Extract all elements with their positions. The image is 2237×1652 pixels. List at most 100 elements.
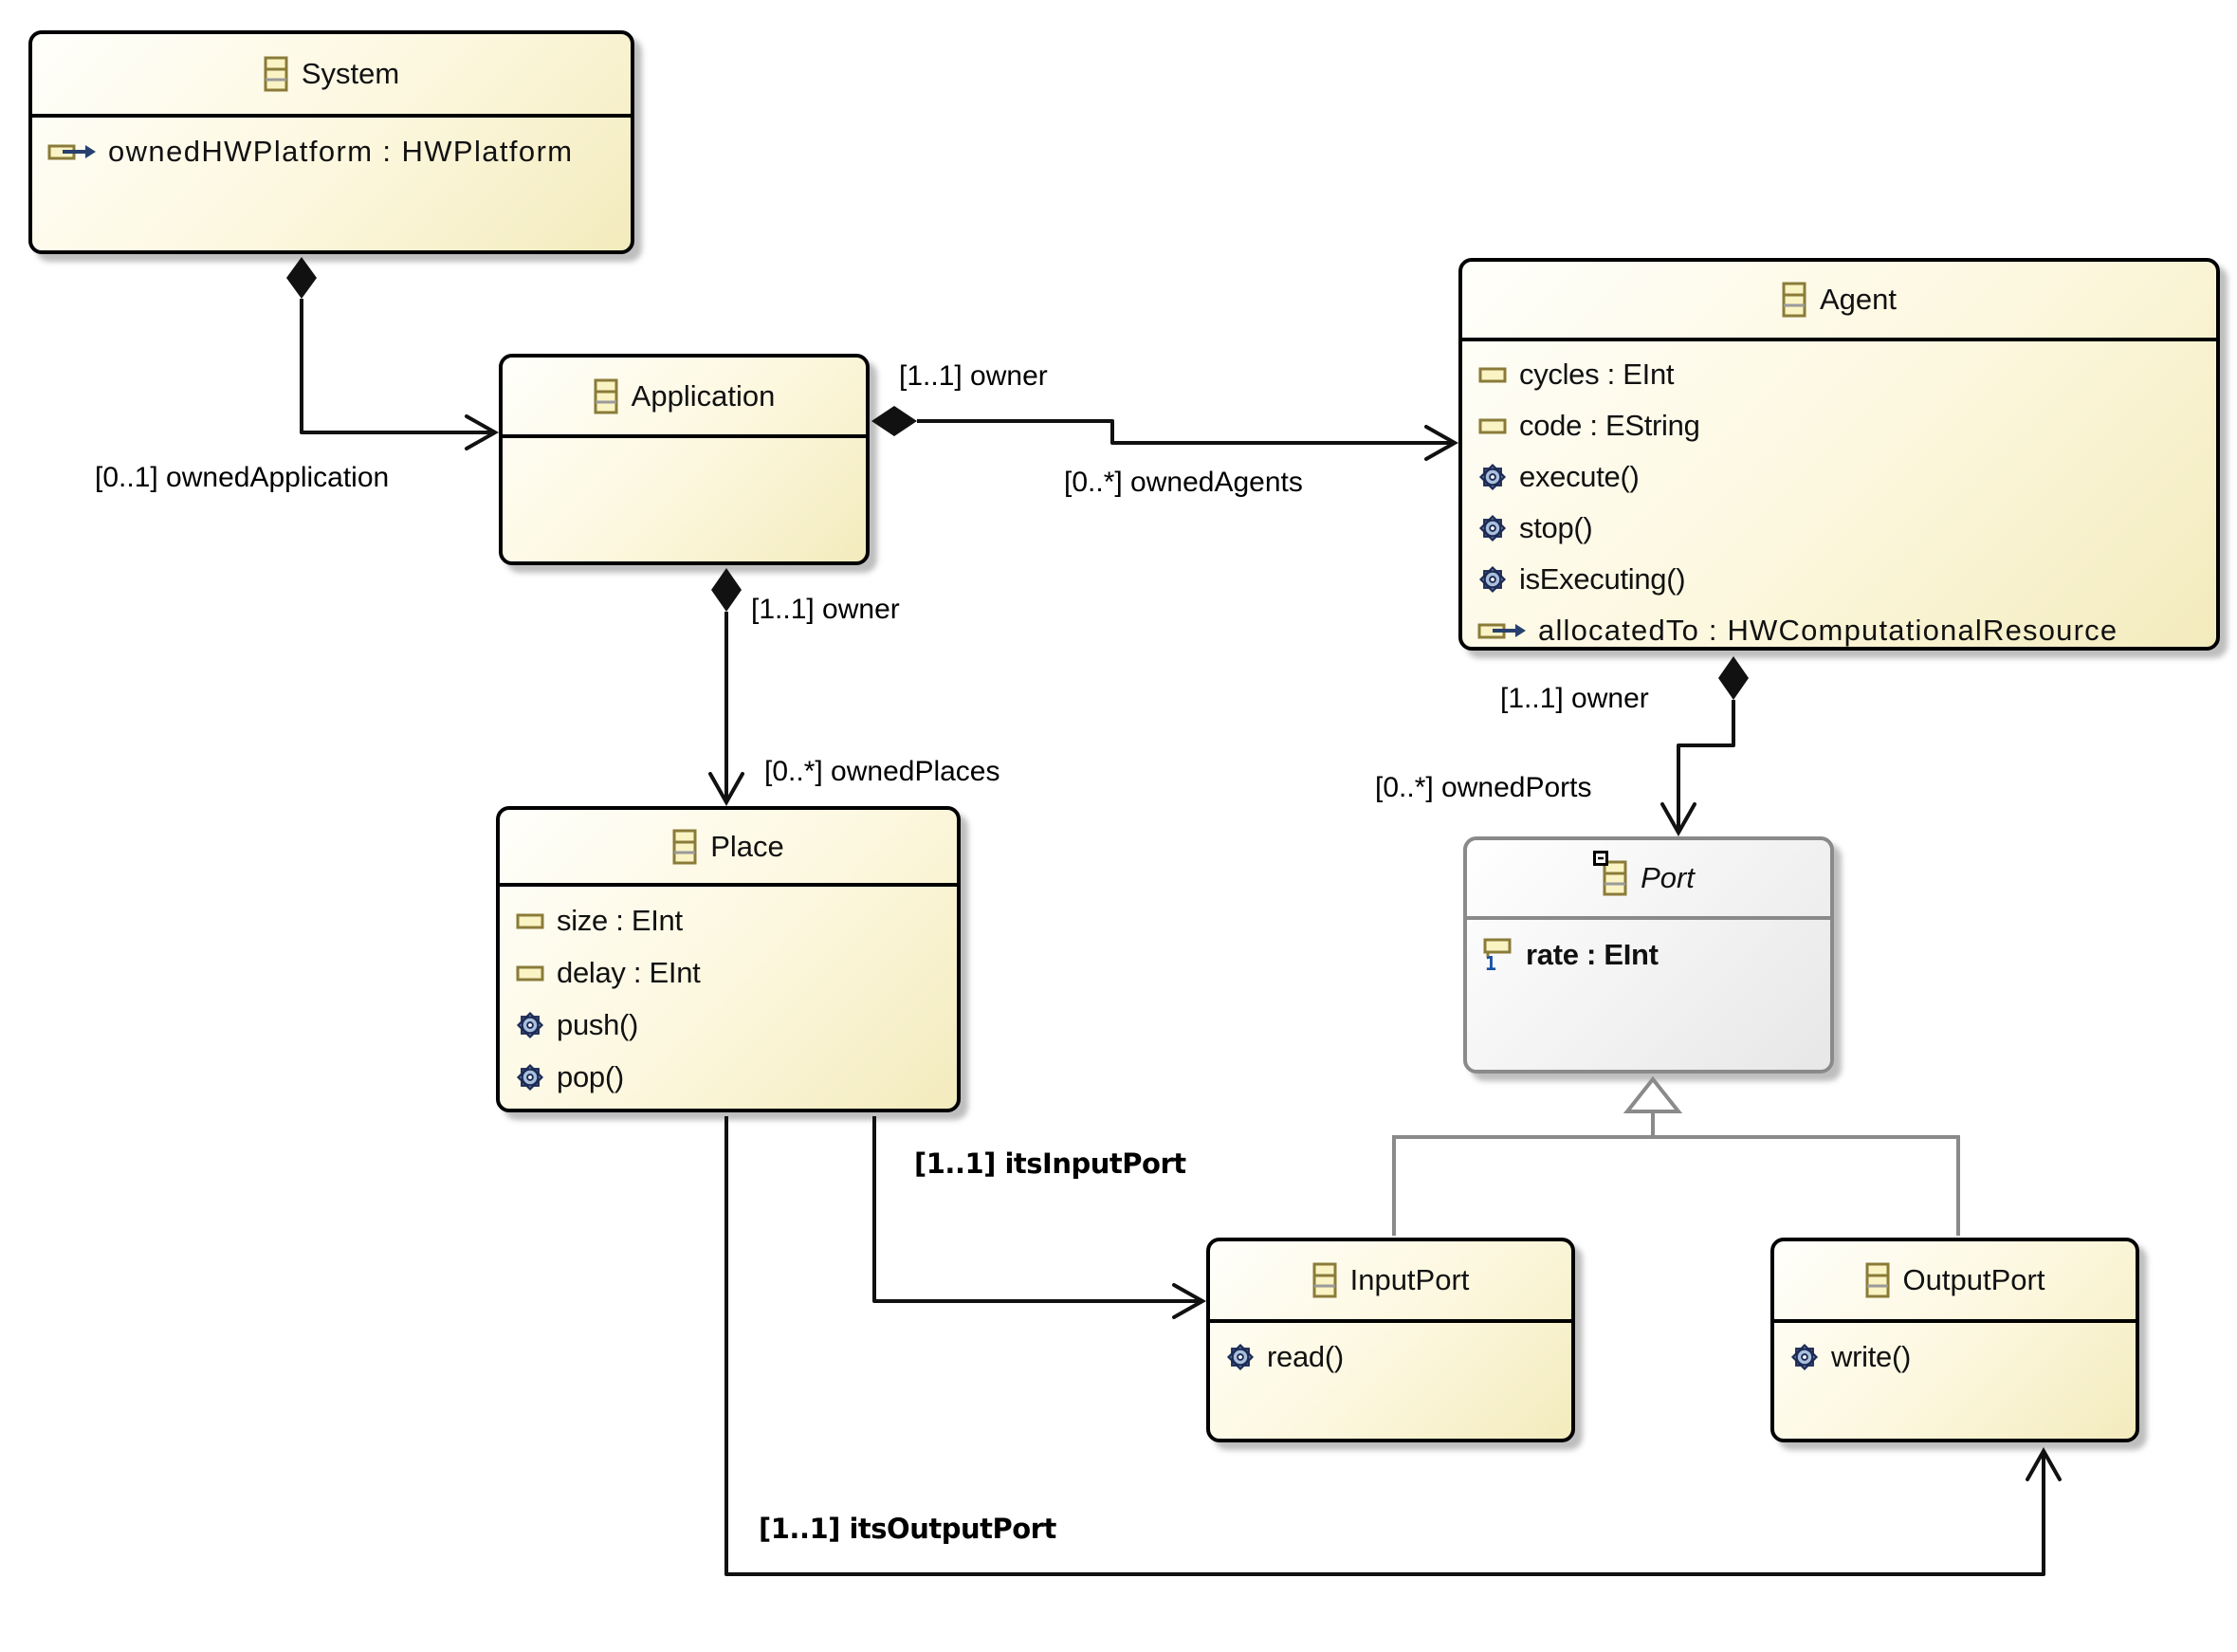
class-header-port[interactable]: Port	[1467, 840, 1830, 920]
member-label: code : EString	[1519, 409, 1700, 442]
class-title: Application	[631, 378, 776, 413]
class-node-agent[interactable]: Agent cycles : EInt code : EString execu…	[1458, 258, 2220, 651]
class-body: cycles : EInt code : EString execute() s…	[1462, 341, 2216, 647]
member-row[interactable]: execute()	[1462, 451, 2216, 503]
class-body: size : EInt delay : EInt push() pop()	[500, 887, 957, 1109]
edge-label-its-input-port[interactable]: [1..1] itsInputPort	[914, 1147, 1186, 1180]
class-node-port[interactable]: Port 1 rate : EInt	[1463, 836, 1834, 1074]
member-row[interactable]: 1 rate : EInt	[1467, 927, 1830, 982]
class-header-outputport[interactable]: OutputPort	[1774, 1241, 2136, 1323]
member-label: rate : EInt	[1526, 938, 1659, 971]
containment-diamond-icon	[711, 568, 742, 612]
abstract-marker-icon	[1593, 851, 1609, 871]
member-label: write()	[1831, 1340, 1911, 1373]
class-body: write()	[1774, 1323, 2136, 1439]
operation-gear-icon	[515, 1010, 545, 1040]
member-row[interactable]: cycles : EInt	[1462, 349, 2216, 400]
class-icon	[594, 378, 618, 414]
open-arrowhead-icon	[465, 414, 500, 450]
class-node-system[interactable]: System ownedHWPlatform : HWPlatform	[28, 30, 634, 254]
operation-gear-icon	[1477, 564, 1508, 595]
edge-label-owner-agent[interactable]: [1..1] owner	[899, 360, 1048, 392]
id-attribute-icon: 1	[1482, 937, 1514, 973]
class-header-system[interactable]: System	[32, 34, 631, 118]
member-label: stop()	[1519, 511, 1593, 544]
member-row[interactable]: pop()	[500, 1051, 957, 1103]
edge-label-owner-place[interactable]: [1..1] owner	[751, 594, 900, 625]
member-row[interactable]: delay : EInt	[500, 946, 957, 999]
edge-label-owner-port[interactable]: [1..1] owner	[1500, 683, 1649, 714]
member-row[interactable]: read()	[1210, 1331, 1571, 1384]
class-header-place[interactable]: Place	[500, 810, 957, 887]
member-label: size : EInt	[557, 903, 683, 937]
class-title: InputPort	[1349, 1263, 1470, 1296]
class-header-agent[interactable]: Agent	[1462, 262, 2216, 341]
class-header-application[interactable]: Application	[503, 358, 866, 438]
member-label: isExecuting()	[1519, 562, 1686, 596]
member-label: push()	[557, 1007, 639, 1041]
edge-inputport-port-generalization[interactable]	[1392, 1075, 1683, 1236]
member-label: delay : EInt	[557, 955, 701, 989]
attribute-icon	[515, 910, 545, 931]
class-node-outputport[interactable]: OutputPort write()	[1770, 1238, 2139, 1442]
class-icon	[1312, 1262, 1337, 1298]
edge-outputport-port-generalization[interactable]	[1653, 1135, 1960, 1236]
member-label: execute()	[1519, 460, 1640, 493]
class-node-inputport[interactable]: InputPort read()	[1206, 1238, 1575, 1442]
member-label: pop()	[557, 1059, 624, 1093]
member-row[interactable]: allocatedTo : HWComputationalResource	[1462, 605, 2216, 647]
class-node-application[interactable]: Application	[499, 354, 870, 565]
class-title: Place	[710, 829, 784, 863]
edge-label-owned-agents[interactable]: [0..*] ownedAgents	[1064, 467, 1303, 498]
member-row[interactable]: ownedHWPlatform : HWPlatform	[32, 125, 631, 178]
edge-application-agent[interactable]	[871, 406, 1459, 461]
edge-place-inputport[interactable]	[872, 1116, 1207, 1319]
class-body: 1 rate : EInt	[1467, 920, 1830, 1070]
operation-gear-icon	[515, 1062, 545, 1092]
abstract-class-icon	[1593, 851, 1627, 896]
containment-diamond-icon	[1718, 656, 1749, 700]
class-icon	[264, 56, 288, 92]
edge-agent-port[interactable]	[1660, 656, 1749, 837]
attribute-icon	[1477, 364, 1508, 385]
containment-diamond-icon	[286, 257, 317, 299]
member-row[interactable]: push()	[500, 999, 957, 1051]
member-row[interactable]: size : EInt	[500, 894, 957, 946]
class-icon	[672, 829, 697, 865]
member-row[interactable]: write()	[1774, 1331, 2136, 1384]
class-title: Port	[1641, 861, 1695, 894]
operation-gear-icon	[1477, 462, 1508, 492]
open-arrowhead-icon	[1172, 1283, 1207, 1319]
class-node-place[interactable]: Place size : EInt delay : EInt push() po…	[496, 806, 961, 1112]
generalization-triangle-icon	[1623, 1075, 1683, 1113]
member-label: cycles : EInt	[1519, 358, 1675, 391]
edge-system-application[interactable]	[286, 257, 500, 450]
class-body: read()	[1210, 1323, 1571, 1439]
operation-gear-icon	[1225, 1342, 1256, 1372]
edge-label-owned-places[interactable]: [0..*] ownedPlaces	[764, 756, 1000, 787]
class-body	[503, 438, 866, 561]
edge-label-its-output-port[interactable]: [1..1] itsOutputPort	[759, 1513, 1056, 1545]
class-body: ownedHWPlatform : HWPlatform	[32, 118, 631, 250]
class-icon	[1865, 1262, 1890, 1298]
edge-label-owned-ports[interactable]: [0..*] ownedPorts	[1375, 772, 1592, 803]
attribute-icon	[1477, 415, 1508, 436]
edge-label-owned-application[interactable]: [0..1] ownedApplication	[95, 462, 390, 493]
containment-diamond-icon	[871, 406, 917, 436]
member-row[interactable]: code : EString	[1462, 400, 2216, 451]
class-icon	[1782, 282, 1806, 318]
open-arrowhead-icon	[708, 772, 744, 807]
class-header-inputport[interactable]: InputPort	[1210, 1241, 1571, 1323]
member-label: ownedHWPlatform : HWPlatform	[108, 135, 574, 168]
open-arrowhead-icon	[1424, 425, 1459, 461]
edge-application-place[interactable]	[708, 568, 744, 807]
open-arrowhead-icon	[1660, 802, 1696, 837]
member-row[interactable]: stop()	[1462, 503, 2216, 554]
svg-text:1: 1	[1485, 952, 1496, 973]
member-row[interactable]: isExecuting()	[1462, 554, 2216, 605]
operation-gear-icon	[1477, 513, 1508, 543]
class-title: System	[301, 57, 400, 90]
member-label: read()	[1267, 1340, 1344, 1373]
attribute-icon	[515, 963, 545, 983]
